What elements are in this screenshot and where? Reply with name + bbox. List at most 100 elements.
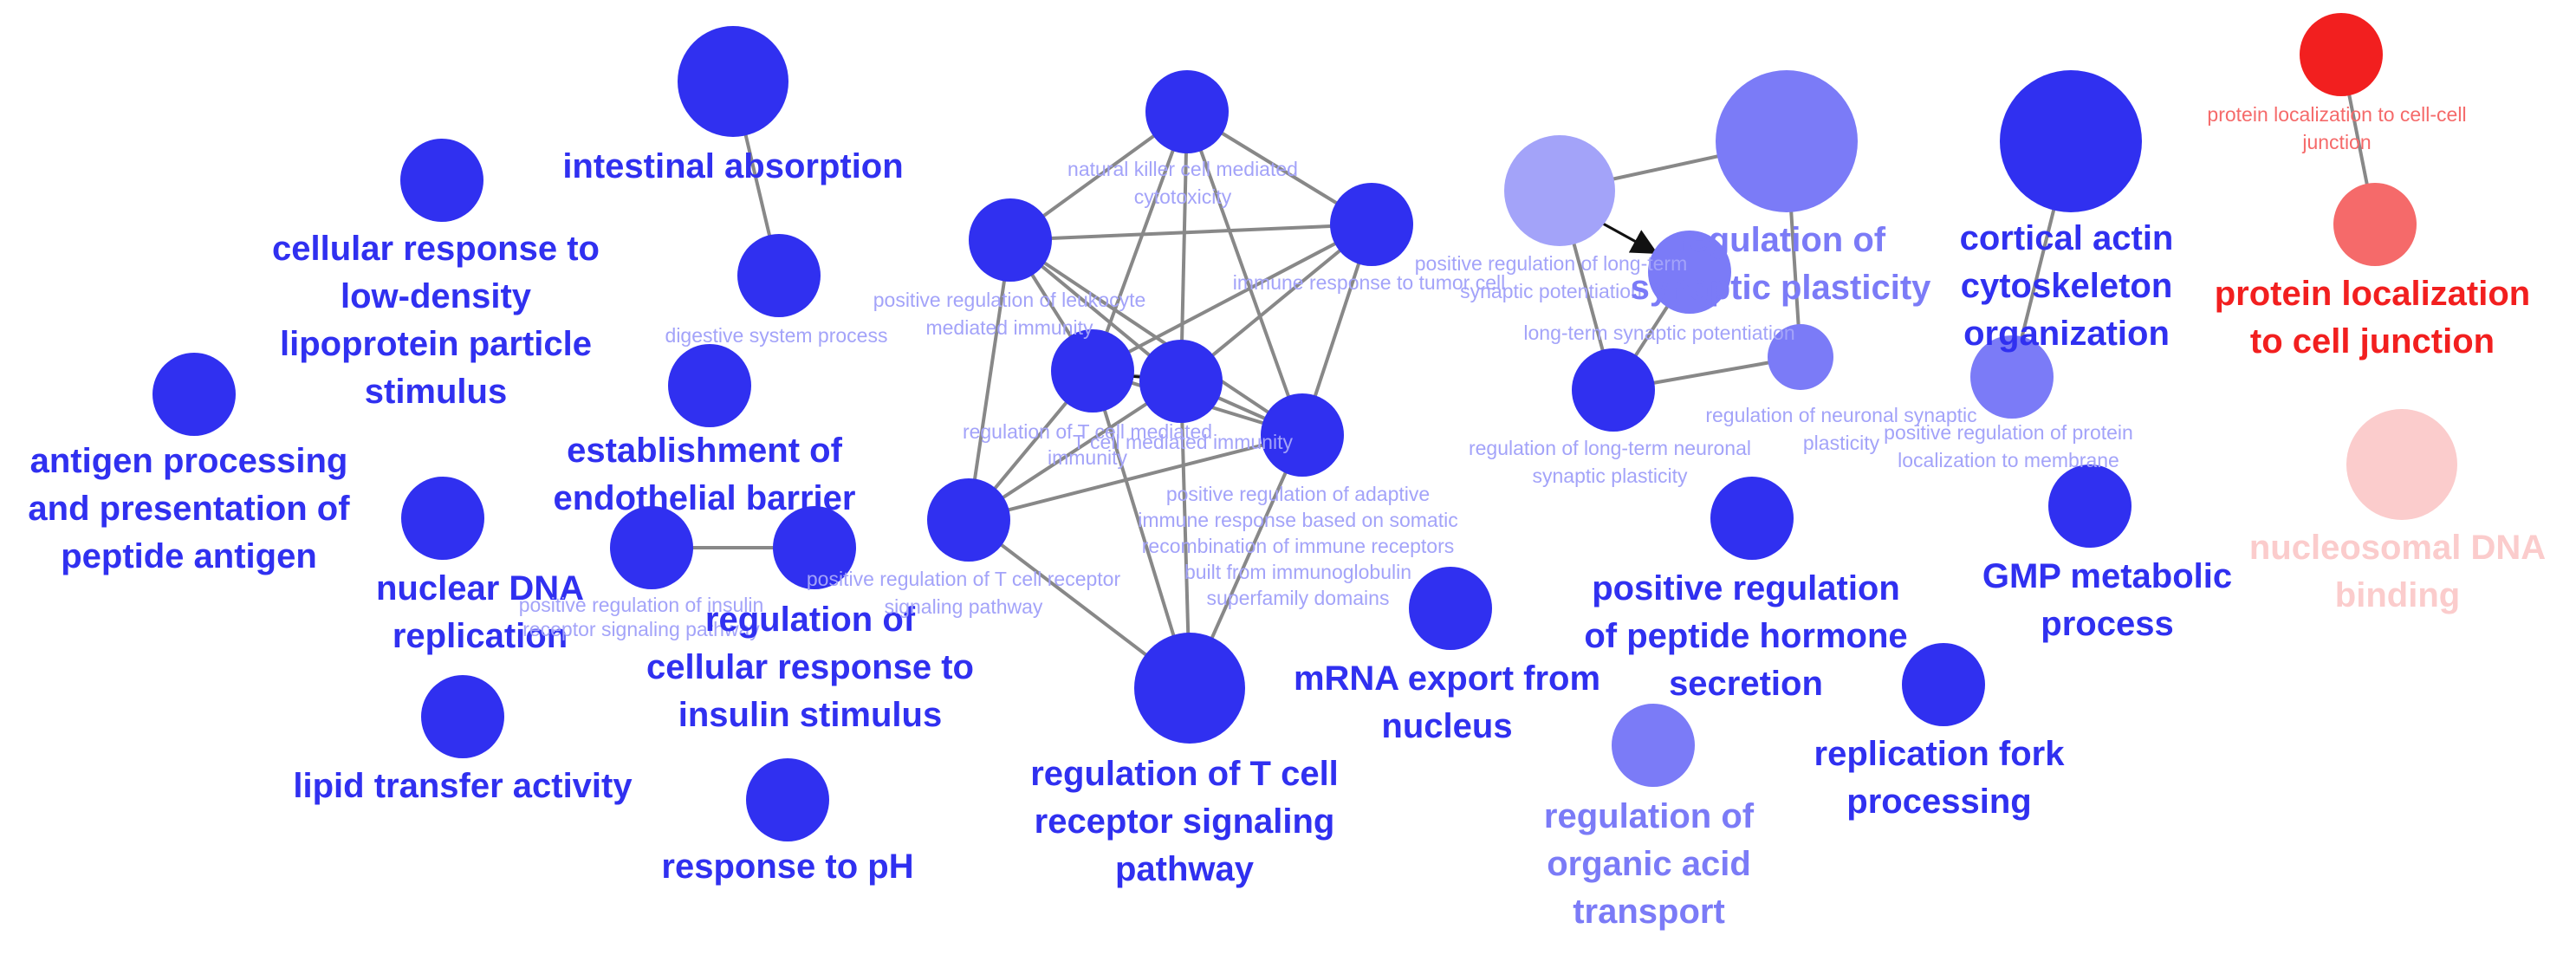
label-line: recombination of immune receptors <box>1142 535 1455 557</box>
label-line: nucleus <box>1381 707 1512 745</box>
label-line: cellular response to <box>646 648 974 686</box>
arrow-ltp-to-positive-regulation-ltp <box>1602 222 1658 254</box>
label-line: response to pH <box>661 848 913 886</box>
node-nuclear-dna-replication[interactable] <box>401 477 484 560</box>
label-mrna-export: mRNA export from nucleus <box>1294 659 1600 745</box>
node-gmp-metabolic[interactable] <box>2048 465 2132 548</box>
label-line: mediated immunity <box>925 316 1093 339</box>
edge-positive-regulation-leukocyte-immunity-to-immune-response-tumor-cell <box>1009 223 1372 242</box>
node-natural-killer-cytotoxicity[interactable] <box>1145 70 1229 153</box>
label-line: built from immunoglobulin <box>1184 561 1411 583</box>
node-ltp-large-node[interactable] <box>1504 135 1615 246</box>
node-cortical-actin[interactable] <box>2000 70 2142 212</box>
label-line: regulation of long-term neuronal <box>1469 437 1751 459</box>
label-line: cortical actin <box>1960 219 2174 257</box>
label-line: positive regulation <box>1592 569 1900 607</box>
nodes-layer <box>152 13 2457 841</box>
label-line: process <box>2041 605 2173 643</box>
label-line: lipid transfer activity <box>293 767 633 805</box>
label-line: junction <box>2301 131 2371 153</box>
node-antigen-processing[interactable] <box>152 353 236 436</box>
label-line: regulation of <box>1676 221 1886 259</box>
node-regulation-synaptic-plasticity[interactable] <box>1716 70 1858 212</box>
label-line: regulation of <box>1544 797 1755 835</box>
node-regulation-lt-neuronal-plasticity[interactable] <box>1572 348 1655 432</box>
node-regulation-cellular-response-insulin[interactable] <box>773 506 856 589</box>
label-line: cytoskeleton <box>1961 267 2173 305</box>
node-positive-regulation-protein-membrane[interactable] <box>1970 335 2054 419</box>
label-line: immune response based on somatic <box>1138 509 1457 531</box>
edge-t-cell-mediated-immunity-to-positive-regulation-tcr-pathway <box>967 380 1183 522</box>
node-regulation-t-cell-immunity[interactable] <box>1051 329 1134 413</box>
label-line: synaptic potentiation <box>1460 280 1642 302</box>
label-line: synaptic plasticity <box>1631 269 1932 307</box>
node-positive-regulation-adaptive-immune[interactable] <box>1261 393 1344 477</box>
label-line: plasticity <box>1803 432 1880 454</box>
edge-natural-killer-cytotoxicity-to-regulation-t-cell-immunity <box>1091 111 1189 372</box>
node-positive-regulation-peptide-hormone[interactable] <box>1710 477 1794 560</box>
label-line: localization to membrane <box>1898 449 2119 471</box>
node-lipid-transfer-activity[interactable] <box>421 675 504 758</box>
label-line: signaling pathway <box>885 595 1043 618</box>
label-line: long-term synaptic potentiation <box>1523 322 1794 344</box>
label-line: natural killer cell mediated <box>1067 158 1298 180</box>
node-mrna-export[interactable] <box>1409 567 1492 650</box>
label-line: low-density <box>341 277 532 315</box>
node-positive-regulation-leukocyte-immunity[interactable] <box>969 198 1052 282</box>
node-t-cell-mediated-immunity[interactable] <box>1139 340 1223 423</box>
node-intestinal-absorption[interactable] <box>678 26 788 137</box>
edge-positive-regulation-leukocyte-immunity-to-positive-regulation-tcr-pathway <box>967 239 1012 521</box>
node-replication-fork[interactable] <box>1902 643 1985 726</box>
node-regulation-tcr-pathway[interactable] <box>1134 633 1245 744</box>
label-line: regulation of T cell mediated <box>963 420 1212 443</box>
node-digestive-system-process[interactable] <box>737 234 821 317</box>
label-line: replication fork <box>1814 735 2066 773</box>
node-cellular-response-ldl[interactable] <box>400 139 483 222</box>
label-t-cell-mediated-immunity: T cell mediated immunity <box>1073 431 1293 453</box>
label-line: receptor signaling pathway <box>522 618 760 640</box>
label-gmp-metabolic: GMP metabolic process <box>1982 557 2232 643</box>
node-long-term-synaptic-potentiation[interactable] <box>1768 324 1833 390</box>
label-line: GMP metabolic <box>1982 557 2232 595</box>
label-line: positive regulation of long-term <box>1415 252 1688 275</box>
node-establishment-endothelial-barrier[interactable] <box>668 344 751 427</box>
label-line: cytotoxicity <box>1134 185 1232 208</box>
label-line: nucleosomal DNA <box>2249 529 2546 567</box>
node-nucleosomal-dna-binding[interactable] <box>2346 409 2457 520</box>
label-line: regulation of neuronal synaptic <box>1705 404 1976 426</box>
node-response-to-ph[interactable] <box>746 758 829 841</box>
label-long-term-synaptic-potentiation: long-term synaptic potentiation <box>1523 322 1794 344</box>
label-line: superfamily domains <box>1207 587 1390 609</box>
node-positive-regulation-ltp[interactable] <box>1648 231 1731 314</box>
label-line: positive regulation of adaptive <box>1166 483 1430 505</box>
label-line: antigen processing <box>30 442 348 480</box>
label-line: stimulus <box>365 373 507 411</box>
label-line: peptide antigen <box>61 537 317 575</box>
label-line: nuclear DNA <box>376 569 584 607</box>
node-protein-localization-cell-cell-junction[interactable] <box>2300 13 2383 96</box>
node-immune-response-tumor-cell[interactable] <box>1330 183 1413 266</box>
node-protein-localization-cell-junction[interactable] <box>2333 183 2417 266</box>
label-regulation-t-cell-immunity: regulation of T cell mediated immunity <box>963 420 1212 469</box>
node-regulation-organic-acid-transport[interactable] <box>1612 704 1695 787</box>
label-line: lipoprotein particle <box>280 325 592 363</box>
node-positive-regulation-insulin-receptor[interactable] <box>610 506 693 589</box>
edge-positive-regulation-adaptive-immune-to-positive-regulation-tcr-pathway <box>968 433 1303 522</box>
node-positive-regulation-tcr-pathway[interactable] <box>927 478 1010 562</box>
label-line: regulation of T cell <box>1030 755 1339 793</box>
label-line: mRNA export from <box>1294 659 1600 698</box>
label-digestive-system-process: digestive system process <box>665 324 888 347</box>
label-line: immunity <box>1048 446 1128 469</box>
label-line: receptor signaling <box>1035 802 1335 841</box>
label-line: cellular response to <box>272 230 600 268</box>
label-line: T cell mediated immunity <box>1073 431 1293 453</box>
